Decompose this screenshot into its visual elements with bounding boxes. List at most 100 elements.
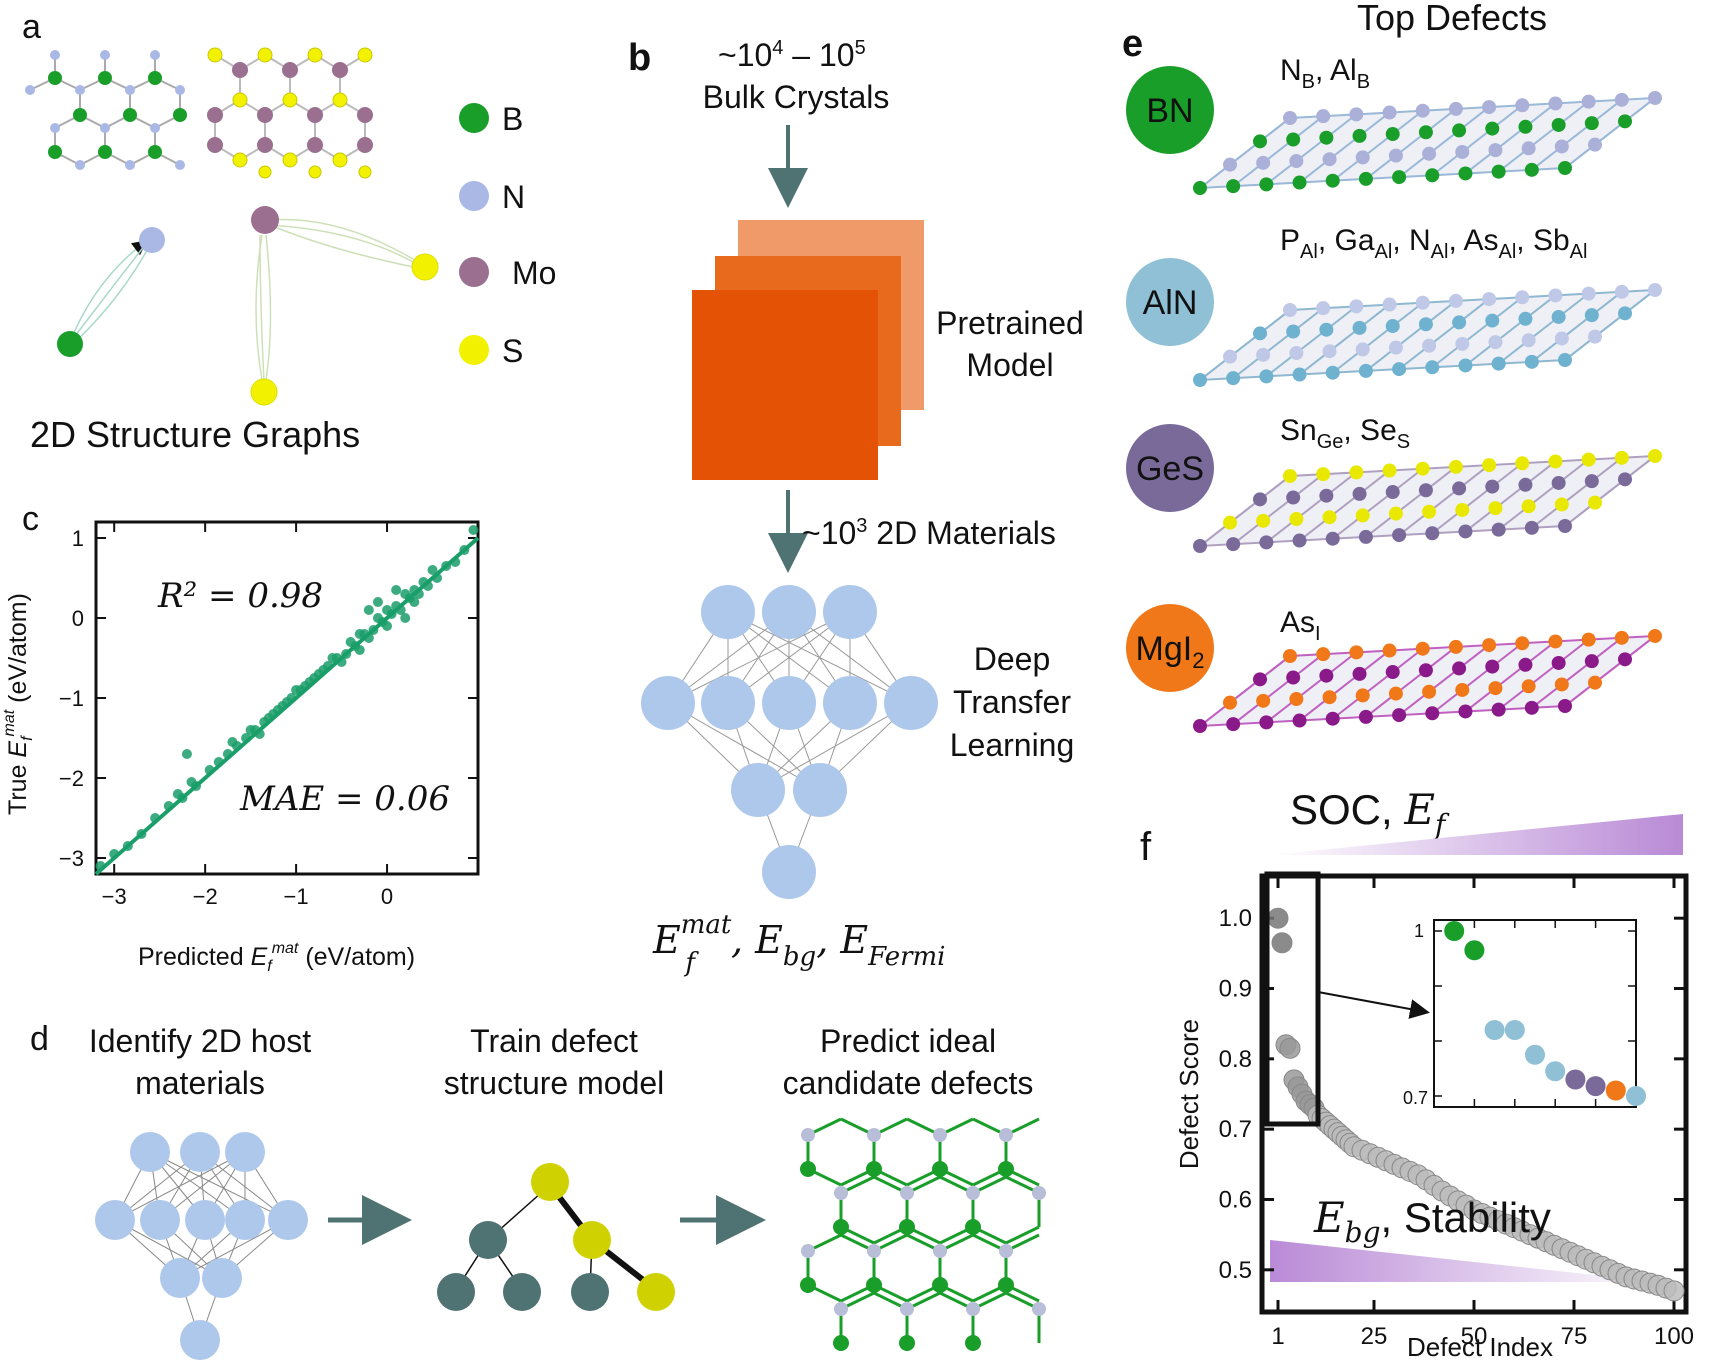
inset-point <box>1464 940 1485 961</box>
lattice-b-atom <box>833 1219 849 1235</box>
slab-atom <box>1292 713 1307 728</box>
lattice-n-atom <box>1032 1186 1046 1200</box>
x-tick-label: −2 <box>193 884 218 909</box>
slab-atom <box>1521 141 1536 156</box>
inset-point <box>1585 1076 1606 1097</box>
slab-bond <box>1365 300 1457 372</box>
defect-list: SnGe, SeS <box>1280 414 1410 453</box>
slab-atom <box>1283 649 1297 663</box>
slab-atom <box>1415 461 1430 476</box>
slab-atom <box>1648 629 1662 643</box>
top-defects-highlight-box <box>1264 871 1321 1127</box>
slab-atom <box>1286 670 1301 685</box>
slab-atom <box>1392 528 1407 543</box>
parity-point <box>363 633 374 643</box>
slab-atom <box>1352 128 1367 143</box>
parity-point <box>391 601 402 611</box>
hbn-graph <box>69 240 151 346</box>
parity-point <box>282 697 292 707</box>
parity-xlabel: Predicted Efmat (eV/atom) <box>138 940 415 975</box>
slab-bond <box>1564 289 1656 361</box>
lattice-n-atom <box>801 1244 815 1258</box>
score-ylabel: Defect Score <box>1174 1019 1204 1169</box>
slab-bond <box>1398 106 1490 178</box>
stability-gradient-wedge <box>1270 1240 1660 1282</box>
slab-atom <box>1292 175 1307 190</box>
graph-node-mo <box>251 206 279 234</box>
parity-point <box>418 577 429 587</box>
nn-node <box>731 763 785 817</box>
y-tick-label: −3 <box>59 846 84 871</box>
lattice-bond <box>1005 1225 1040 1245</box>
y-tick-label: 0 <box>72 606 84 631</box>
slab-atom <box>1551 475 1566 490</box>
slab-atom <box>1388 148 1403 163</box>
slab-atom <box>1458 524 1473 539</box>
nn-edge <box>667 702 821 791</box>
mae-annotation: MAE = 0.06 <box>239 779 450 819</box>
slab-atom <box>1648 283 1662 297</box>
inset-points <box>1444 921 1646 1106</box>
slab-atom <box>1581 286 1596 301</box>
lattice-n-atom <box>867 1128 881 1142</box>
slab-atom <box>1588 137 1602 152</box>
slab-atom <box>1618 652 1632 667</box>
slab-atom <box>1425 168 1440 183</box>
slab-atom <box>1648 449 1662 463</box>
slab-atom <box>1422 338 1437 353</box>
slab-atom <box>1415 641 1430 656</box>
slab-atom <box>1349 299 1364 314</box>
slab-atom <box>1521 333 1536 348</box>
legend-label-s: S <box>502 333 523 369</box>
inset-point <box>1484 1020 1505 1040</box>
slab-atom <box>1491 702 1506 717</box>
parity-point <box>309 673 320 683</box>
step1-title-line2: materials <box>135 1065 265 1101</box>
parity-point <box>327 653 338 663</box>
defect-list: PAl, GaAl, NAl, AsAl, SbAl <box>1280 224 1587 263</box>
y-tick-label: −1 <box>59 686 84 711</box>
slab-bond <box>1265 305 1357 378</box>
parity-point <box>263 713 274 723</box>
slab-atom <box>1455 144 1470 159</box>
nn-node <box>180 1320 220 1360</box>
slab-atom <box>1485 659 1500 674</box>
slab-atom <box>1382 463 1397 478</box>
nn-node <box>823 676 877 730</box>
parity-point <box>136 829 147 839</box>
nn-edge <box>757 702 912 791</box>
x-tick-label: −1 <box>284 884 309 909</box>
slab-atom <box>1548 288 1563 303</box>
nn-node <box>762 676 816 730</box>
inset-point <box>1626 1086 1646 1106</box>
panel-d: Identify 2D host materials Train defect … <box>89 1023 1046 1360</box>
parity-point <box>245 725 256 735</box>
parity-point <box>109 849 120 859</box>
slab-atom <box>1448 293 1463 308</box>
slab-atom <box>1259 369 1274 384</box>
legend-swatch-mo <box>459 257 489 287</box>
host-label: AlN <box>1143 284 1198 322</box>
slab-bond <box>1564 97 1656 169</box>
slab-atom <box>1415 103 1430 118</box>
top-defects-title: Top Defects <box>1357 0 1547 38</box>
slab-atom <box>1521 679 1536 694</box>
nn-node <box>762 585 816 639</box>
slab-atom <box>1558 519 1572 533</box>
lattice-n-atom <box>867 1244 881 1258</box>
slab-bond <box>1199 117 1291 189</box>
lattice-b-atom <box>866 1161 882 1177</box>
slab-bond <box>1531 457 1623 529</box>
slab-bond <box>1431 296 1523 369</box>
dtl-label-line2: Transfer <box>953 684 1071 720</box>
parity-point <box>368 625 379 635</box>
nn-node <box>202 1258 242 1298</box>
nn-node <box>140 1200 180 1240</box>
parity-point <box>409 585 420 595</box>
nn-node <box>823 585 877 639</box>
slab-atom <box>1382 643 1397 658</box>
score-xlabel: Defect Index <box>1407 1332 1553 1362</box>
